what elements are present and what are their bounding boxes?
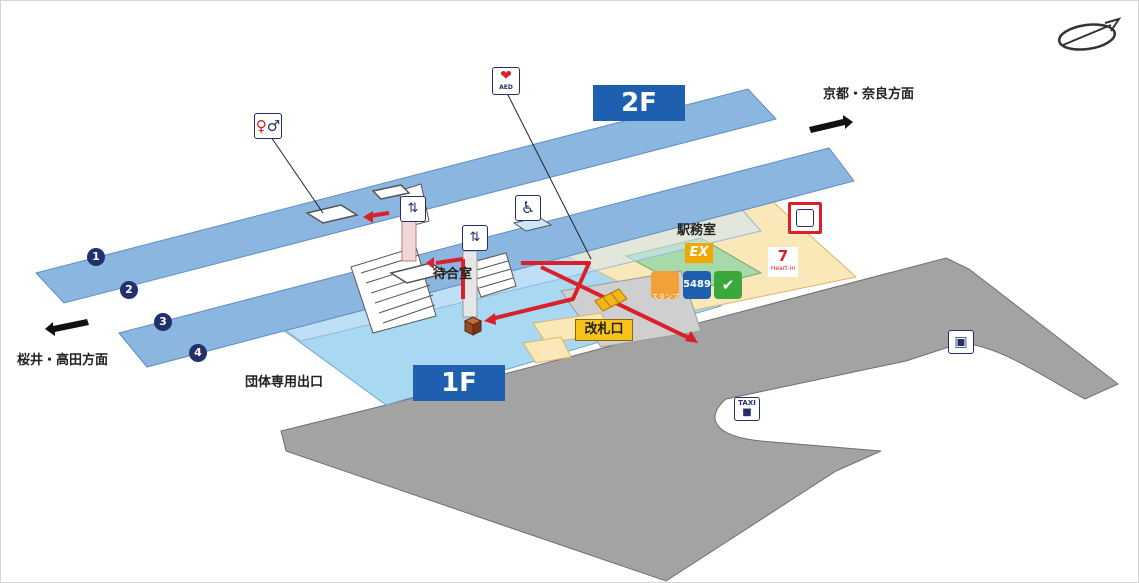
platform-number-2: 2: [120, 281, 138, 299]
opening-upper: [305, 204, 359, 224]
waiting-room-label: 待合室: [433, 267, 473, 282]
floor-label-2f: 2F: [593, 85, 685, 121]
coin-locker-icon[interactable]: [788, 202, 822, 234]
group-exit-label: 団体専用出口: [245, 375, 324, 390]
direction-arrow-kyoto: [809, 115, 853, 133]
bus-stop-icon[interactable]: ▣: [948, 330, 974, 354]
arrow-heads: [363, 211, 698, 343]
station-plaza: [280, 257, 1119, 582]
stamp-icon[interactable]: スタンプ: [651, 271, 679, 299]
taxi-stand-icon[interactable]: TAXI ■: [734, 397, 760, 421]
platform-lower: [118, 147, 855, 368]
platform-number-4: 4: [189, 344, 207, 362]
green-ticket-icon[interactable]: ✔: [714, 271, 742, 299]
elevator-shaft-2: [462, 250, 478, 318]
platform-number-1: 1: [87, 248, 105, 266]
opening-upper-2: [371, 184, 411, 200]
ticket-gates: [594, 288, 628, 312]
ex-reservation-icon[interactable]: EX: [685, 243, 713, 263]
wheelchair-icon[interactable]: ♿: [515, 195, 541, 221]
ticket-gate-label: 改札口: [575, 319, 633, 341]
waiting-room-cube: [463, 316, 483, 336]
direction-arrow-sakurai: [45, 319, 89, 336]
convenience-store-icon[interactable]: 7 Heart-in: [768, 247, 798, 277]
platform-number-3: 3: [154, 313, 172, 331]
restroom-icon[interactable]: ♀♂: [254, 113, 282, 139]
station-office-label: 駅務室: [677, 223, 717, 238]
pointer-lines: [270, 92, 592, 260]
elevator-icon-upper[interactable]: ⇅: [400, 196, 426, 222]
ticket-machine-5489-icon[interactable]: 5489: [683, 271, 711, 299]
beige-step-2: [522, 336, 572, 364]
north-compass-icon: [1057, 17, 1122, 51]
taxi-car-icon: ■: [742, 407, 752, 418]
elevator-shaft-1: [401, 220, 417, 262]
taxi-text: TAXI: [738, 399, 756, 407]
convenience-store-mark: 7: [777, 247, 789, 265]
aed-icon[interactable]: ❤ AED: [492, 67, 520, 95]
convenience-store-text: Heart-in: [770, 265, 796, 272]
direction-label-sakurai-takada: 桜井・高田方面: [17, 353, 109, 368]
floor-label-1f: 1F: [413, 365, 505, 401]
direction-label-kyoto-nara: 京都・奈良方面: [823, 87, 915, 102]
elevator-icon-lower[interactable]: ⇅: [462, 225, 488, 251]
aed-text: AED: [499, 84, 513, 91]
